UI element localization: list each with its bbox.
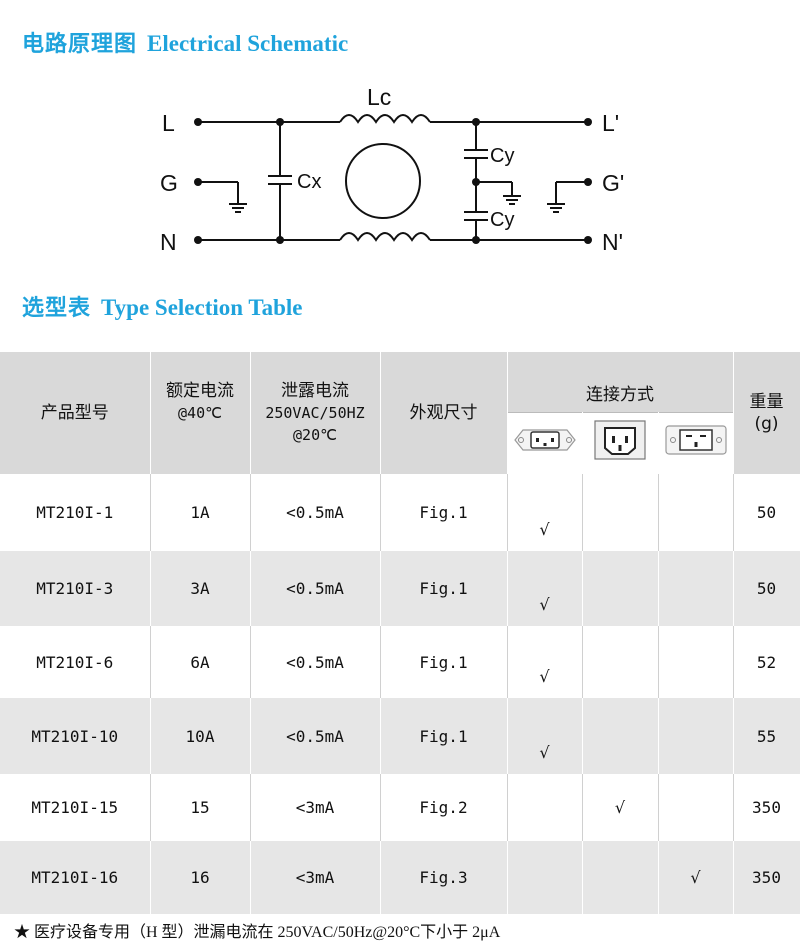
cx-capacitor-label: Cx — [297, 171, 321, 193]
cell-leakage: <0.5mA — [250, 474, 381, 551]
cell-connector-2 — [582, 698, 659, 774]
cell-weight: 350 — [733, 841, 800, 914]
cell-weight: 50 — [733, 474, 800, 551]
table-row: MT210I-15 15 <3mA Fig.2 √ 350 — [0, 774, 800, 841]
terminal-g-prime-label: G' — [602, 170, 624, 196]
cell-leakage: <0.5mA — [250, 698, 381, 774]
header-weight: 重量(g) — [733, 352, 800, 474]
section-title-selection: 选型表 Type Selection Table — [22, 290, 303, 322]
inductor-label: Lc — [367, 84, 391, 110]
cell-figure: Fig.1 — [380, 551, 508, 626]
cell-current: 15 — [150, 774, 251, 841]
cell-connector-2 — [582, 841, 659, 914]
iec-c14-inlet-icon — [594, 420, 646, 460]
table-row: MT210I-6 6A <0.5mA Fig.1 √ 52 — [0, 626, 800, 698]
cell-current: 1A — [150, 474, 251, 551]
section-title-schematic: 电路原理图 Electrical Schematic — [22, 26, 348, 58]
cell-current: 16 — [150, 841, 251, 914]
cell-connector-1: √ — [507, 626, 583, 698]
cell-figure: Fig.1 — [380, 698, 508, 774]
terminal-l-prime-label: L' — [602, 110, 619, 136]
cell-weight: 350 — [733, 774, 800, 841]
cell-current: 3A — [150, 551, 251, 626]
terminal-g-label: G — [160, 170, 178, 196]
cell-model: MT210I-16 — [0, 841, 151, 914]
cell-current: 6A — [150, 626, 251, 698]
circuit-schematic: L G N L' G' N' Lc Cx Cy Cy — [160, 84, 624, 255]
schematic-title-en: Electrical Schematic — [147, 31, 349, 56]
cell-leakage: <3mA — [250, 774, 381, 841]
table-row: MT210I-1 1A <0.5mA Fig.1 √ 50 — [0, 474, 800, 551]
table-row: MT210I-16 16 <3mA Fig.3 √ 350 — [0, 841, 800, 914]
cell-connector-3 — [658, 774, 734, 841]
cell-connector-1: √ — [507, 698, 583, 774]
cell-connector-1 — [507, 841, 583, 914]
footnote-medical: ★ 医疗设备专用（H 型）泄漏电流在 250VAC/50Hz@20°C下小于 2… — [14, 924, 501, 941]
cell-figure: Fig.1 — [380, 474, 508, 551]
connector-type-3 — [658, 411, 734, 474]
cell-figure: Fig.1 — [380, 626, 508, 698]
cell-connector-1: √ — [507, 474, 583, 551]
cell-connector-2 — [582, 551, 659, 626]
cell-weight: 52 — [733, 626, 800, 698]
cell-connector-2: √ — [582, 774, 659, 841]
cy-top-capacitor-label: Cy — [490, 145, 514, 167]
header-dimensions: 外观尺寸 — [380, 352, 508, 474]
cell-weight: 50 — [733, 551, 800, 626]
cell-connector-3 — [658, 474, 734, 551]
header-model: 产品型号 — [0, 352, 151, 474]
selection-title-zh: 选型表 — [22, 296, 92, 321]
cell-connector-3: √ — [658, 841, 734, 914]
cell-connector-3 — [658, 551, 734, 626]
cell-leakage: <3mA — [250, 841, 381, 914]
iec-c8-inlet-icon — [513, 429, 576, 451]
cell-current: 10A — [150, 698, 251, 774]
terminal-n-prime-label: N' — [602, 229, 623, 255]
cell-connector-1 — [507, 774, 583, 841]
header-connection: 连接方式 — [507, 352, 734, 412]
cell-connector-1: √ — [507, 551, 583, 626]
cell-figure: Fig.2 — [380, 774, 508, 841]
header-rated-current: 额定电流@40℃ — [150, 352, 251, 474]
cell-connector-2 — [582, 626, 659, 698]
cell-leakage: <0.5mA — [250, 626, 381, 698]
cell-connector-2 — [582, 474, 659, 551]
cell-leakage: <0.5mA — [250, 551, 381, 626]
cy-bottom-capacitor-label: Cy — [490, 209, 514, 231]
cell-figure: Fig.3 — [380, 841, 508, 914]
cell-connector-3 — [658, 626, 734, 698]
cell-weight: 55 — [733, 698, 800, 774]
cell-connector-3 — [658, 698, 734, 774]
cell-model: MT210I-15 — [0, 774, 151, 841]
cell-model: MT210I-1 — [0, 474, 151, 551]
table-row: MT210I-3 3A <0.5mA Fig.1 √ 50 — [0, 551, 800, 626]
cell-model: MT210I-10 — [0, 698, 151, 774]
cell-model: MT210I-6 — [0, 626, 151, 698]
terminal-n-label: N — [160, 229, 177, 255]
connector-type-1 — [507, 411, 583, 474]
iec-c20-inlet-icon — [664, 425, 727, 455]
schematic-title-zh: 电路原理图 — [22, 32, 138, 57]
selection-title-en: Type Selection Table — [101, 295, 303, 320]
table-row: MT210I-10 10A <0.5mA Fig.1 √ 55 — [0, 698, 800, 774]
connector-type-2 — [582, 411, 659, 474]
cell-model: MT210I-3 — [0, 551, 151, 626]
terminal-l-label: L — [162, 110, 175, 136]
